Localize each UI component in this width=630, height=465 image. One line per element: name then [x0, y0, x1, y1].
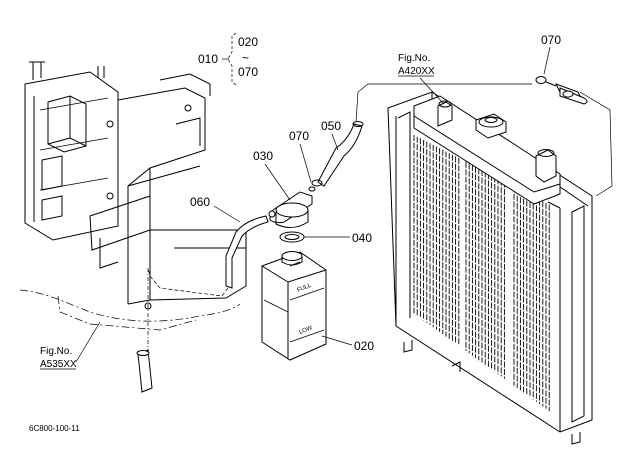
callout-030-label: 030 [253, 149, 273, 163]
group-from-number: 020 [238, 35, 258, 49]
packing-ring [279, 231, 305, 243]
callout-020-leader [321, 335, 353, 346]
fig-ref-a535xx-line1: Fig.No. [40, 346, 72, 357]
callout-050-label: 050 [321, 119, 341, 133]
group-bracket: 010 020 ~ 070 [198, 32, 258, 86]
tank-low-mark: LOW [299, 325, 314, 336]
callout-030-leader [264, 163, 291, 201]
callout-060-leader [213, 205, 241, 223]
callout-060-label: 060 [190, 195, 210, 209]
diagram-code: 6C800-100-11 [29, 424, 80, 433]
fender-panel-outline [19, 289, 241, 331]
fig-ref-a420xx-leader [419, 77, 445, 105]
callout-070-top-label: 070 [541, 33, 561, 47]
callout-070-mid-leader [299, 143, 312, 183]
fig-ref-a535xx[interactable]: Fig.No. A535XX [40, 321, 101, 370]
fig-ref-a420xx-line1: Fig.No. [398, 53, 430, 64]
callout-070-top-leader [543, 46, 551, 75]
hose-060 [136, 215, 269, 393]
fig-ref-a535xx-leader [75, 321, 101, 363]
callout-020-label: 020 [354, 339, 374, 353]
callout-060[interactable]: 060 [190, 195, 241, 223]
tank-full-mark: FULL [297, 283, 313, 294]
callout-030[interactable]: 030 [253, 149, 291, 201]
fig-ref-a420xx-line2: A420XX [398, 66, 435, 77]
fig-ref-a535xx-line2: A535XX [40, 359, 77, 370]
callout-070-top[interactable]: 070 [541, 33, 561, 75]
callout-050[interactable]: 050 [321, 119, 341, 151]
radiator-core-fins [413, 135, 550, 412]
group-main-number: 010 [198, 52, 218, 66]
tank-cap [268, 191, 313, 228]
callout-020[interactable]: 020 [321, 335, 374, 353]
recovery-tank: FULL LOW [261, 251, 327, 361]
group-to-number: 070 [238, 65, 258, 79]
callout-040[interactable]: 040 [304, 231, 372, 245]
fig-ref-a420xx[interactable]: Fig.No. A420XX [398, 53, 445, 105]
callout-070-mid[interactable]: 070 [289, 129, 312, 183]
callout-050-leader [331, 133, 339, 151]
overflow-tube [308, 83, 613, 197]
overflow-hose-top [535, 76, 588, 105]
frame-bracket [24, 61, 247, 305]
callout-040-label: 040 [352, 231, 372, 245]
callout-070-mid-label: 070 [289, 129, 309, 143]
group-range-sep: ~ [242, 51, 249, 65]
radiator [387, 91, 593, 445]
